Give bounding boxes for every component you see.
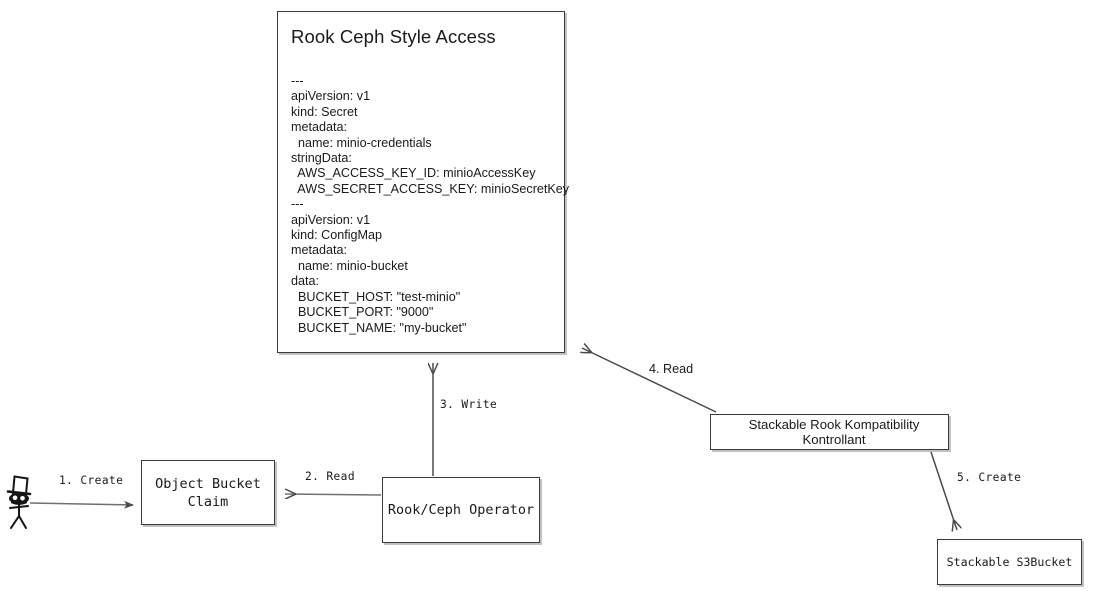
edge-4-read bbox=[582, 348, 717, 413]
yaml-card-title: Rook Ceph Style Access bbox=[291, 26, 496, 47]
node-rook-ceph-operator[interactable]: Rook/Ceph Operator bbox=[382, 477, 540, 543]
edge-label-5-create: 5. Create bbox=[957, 471, 1022, 484]
node-stackable-rook-kompatibility-kontrollant[interactable]: Stackable Rook Kompatibility Kontrollant bbox=[710, 414, 949, 450]
node-object-bucket-claim[interactable]: Object Bucket Claim bbox=[141, 460, 275, 525]
edge-1-create bbox=[29, 500, 134, 509]
edge-label-3-write: 3. Write bbox=[440, 398, 498, 411]
edge-label-1-create: 1. Create bbox=[59, 474, 124, 487]
edge-2-read bbox=[285, 494, 382, 495]
edge-5-create bbox=[930, 451, 957, 530]
yaml-card-body: --- apiVersion: v1 kind: Secret metadata… bbox=[291, 74, 570, 335]
node-stackable-s3bucket[interactable]: Stackable S3Bucket bbox=[937, 539, 1082, 585]
actor-stick-figure-icon bbox=[6, 475, 32, 529]
yaml-card: Rook Ceph Style Access --- apiVersion: v… bbox=[277, 11, 570, 353]
edge-label-4-read: 4. Read bbox=[649, 362, 694, 376]
edge-label-2-read: 2. Read bbox=[305, 470, 355, 483]
